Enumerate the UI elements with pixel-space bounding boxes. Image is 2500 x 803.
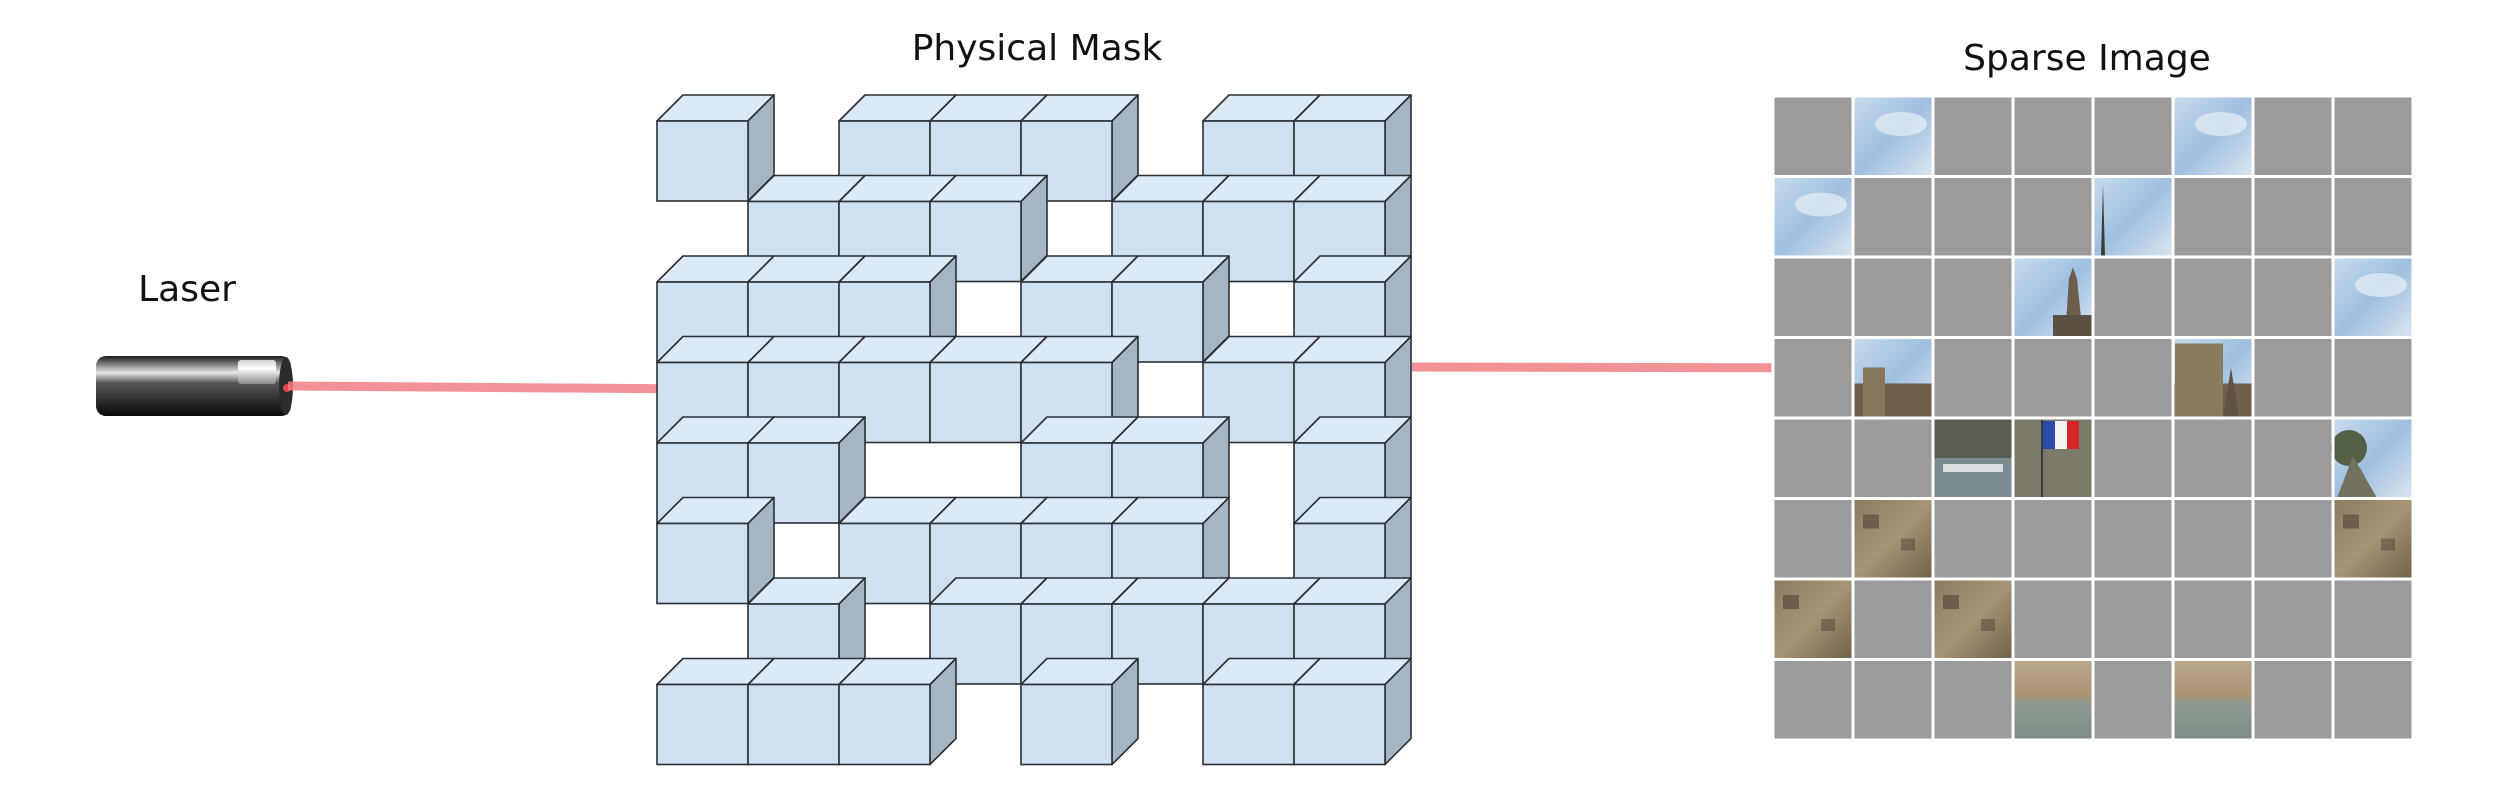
- masked-cell: [1853, 257, 1933, 338]
- masked-cell: [1933, 257, 2013, 338]
- masked-cell: [1773, 337, 1853, 418]
- mask-cube: [929, 174, 1048, 283]
- photo-fragment-castle: [2173, 337, 2253, 418]
- laser-label: Laser: [138, 269, 236, 310]
- photo-fragment-sky: [2173, 96, 2253, 177]
- masked-cell: [1853, 659, 1933, 740]
- masked-cell: [1773, 257, 1853, 338]
- mask-cube: [1293, 657, 1412, 766]
- masked-cell: [1773, 498, 1853, 579]
- mask-title: Physical Mask: [912, 28, 1163, 69]
- photo-fragment-sand: [2013, 659, 2093, 740]
- masked-cell: [2253, 418, 2333, 499]
- photo-fragment-spire: [2093, 176, 2173, 257]
- masked-cell: [2253, 96, 2333, 177]
- masked-cell: [2173, 176, 2253, 257]
- masked-cell: [2253, 579, 2333, 660]
- photo-fragment-stone: [2333, 498, 2413, 579]
- masked-cell: [2173, 418, 2253, 499]
- masked-cell: [1933, 498, 2013, 579]
- masked-cell: [2173, 579, 2253, 660]
- masked-cell: [1773, 96, 1853, 177]
- masked-cell: [1773, 659, 1853, 740]
- masked-cell: [2093, 418, 2173, 499]
- mask-cube: [838, 657, 957, 766]
- photo-fragment-flag: [2013, 418, 2093, 499]
- photo-fragment-rooftop: [1933, 418, 2013, 499]
- photo-fragment-tower: [2013, 257, 2093, 338]
- masked-cell: [1853, 176, 1933, 257]
- masked-cell: [1933, 337, 2013, 418]
- masked-cell: [2333, 579, 2413, 660]
- masked-cell: [1933, 96, 2013, 177]
- masked-cell: [2253, 257, 2333, 338]
- masked-cell: [1853, 579, 1933, 660]
- masked-cell: [2253, 337, 2333, 418]
- photo-fragment-stone: [1853, 498, 1933, 579]
- mask-cube: [747, 416, 866, 524]
- masked-cell: [2253, 659, 2333, 740]
- masked-cell: [2173, 257, 2253, 338]
- masked-cell: [1933, 176, 2013, 257]
- masked-cell: [2093, 96, 2173, 177]
- masked-cell: [2093, 337, 2173, 418]
- masked-cell: [2093, 659, 2173, 740]
- masked-cell: [1933, 659, 2013, 740]
- sparse-image-grid: [1771, 94, 2415, 742]
- masked-cell: [2253, 498, 2333, 579]
- masked-cell: [2093, 257, 2173, 338]
- photo-fragment-sky: [1773, 176, 1853, 257]
- masked-cell: [1773, 418, 1853, 499]
- physical-mask: [656, 94, 1412, 766]
- photo-fragment-sand: [2173, 659, 2253, 740]
- photo-fragment-sky: [2333, 257, 2413, 338]
- masked-cell: [2013, 498, 2093, 579]
- masked-cell: [1853, 418, 1933, 499]
- mask-cube: [656, 496, 775, 605]
- mask-cube: [656, 94, 775, 202]
- masked-cell: [2013, 337, 2093, 418]
- mask-cube: [1293, 577, 1412, 685]
- photo-fragment-stone: [1773, 579, 1853, 660]
- masked-cell: [2013, 96, 2093, 177]
- photo-fragment-sky: [1853, 96, 1933, 177]
- masked-cell: [2173, 498, 2253, 579]
- masked-cell: [2093, 498, 2173, 579]
- laser-device: [96, 356, 293, 416]
- laser-cap: [238, 360, 276, 384]
- masked-cell: [2013, 579, 2093, 660]
- mask-cube: [1020, 657, 1139, 766]
- masked-cell: [2333, 659, 2413, 740]
- masked-cell: [2333, 337, 2413, 418]
- photo-fragment-stone: [1933, 579, 2013, 660]
- masked-cell: [2333, 96, 2413, 177]
- photo-fragment-wall: [1853, 337, 1933, 418]
- photo-fragment-tree: [2331, 418, 2413, 499]
- masked-cell: [2013, 176, 2093, 257]
- masked-cell: [2253, 176, 2333, 257]
- masked-cell: [2093, 579, 2173, 660]
- masked-cell: [2333, 176, 2413, 257]
- sparse-image-title: Sparse Image: [1963, 38, 2211, 79]
